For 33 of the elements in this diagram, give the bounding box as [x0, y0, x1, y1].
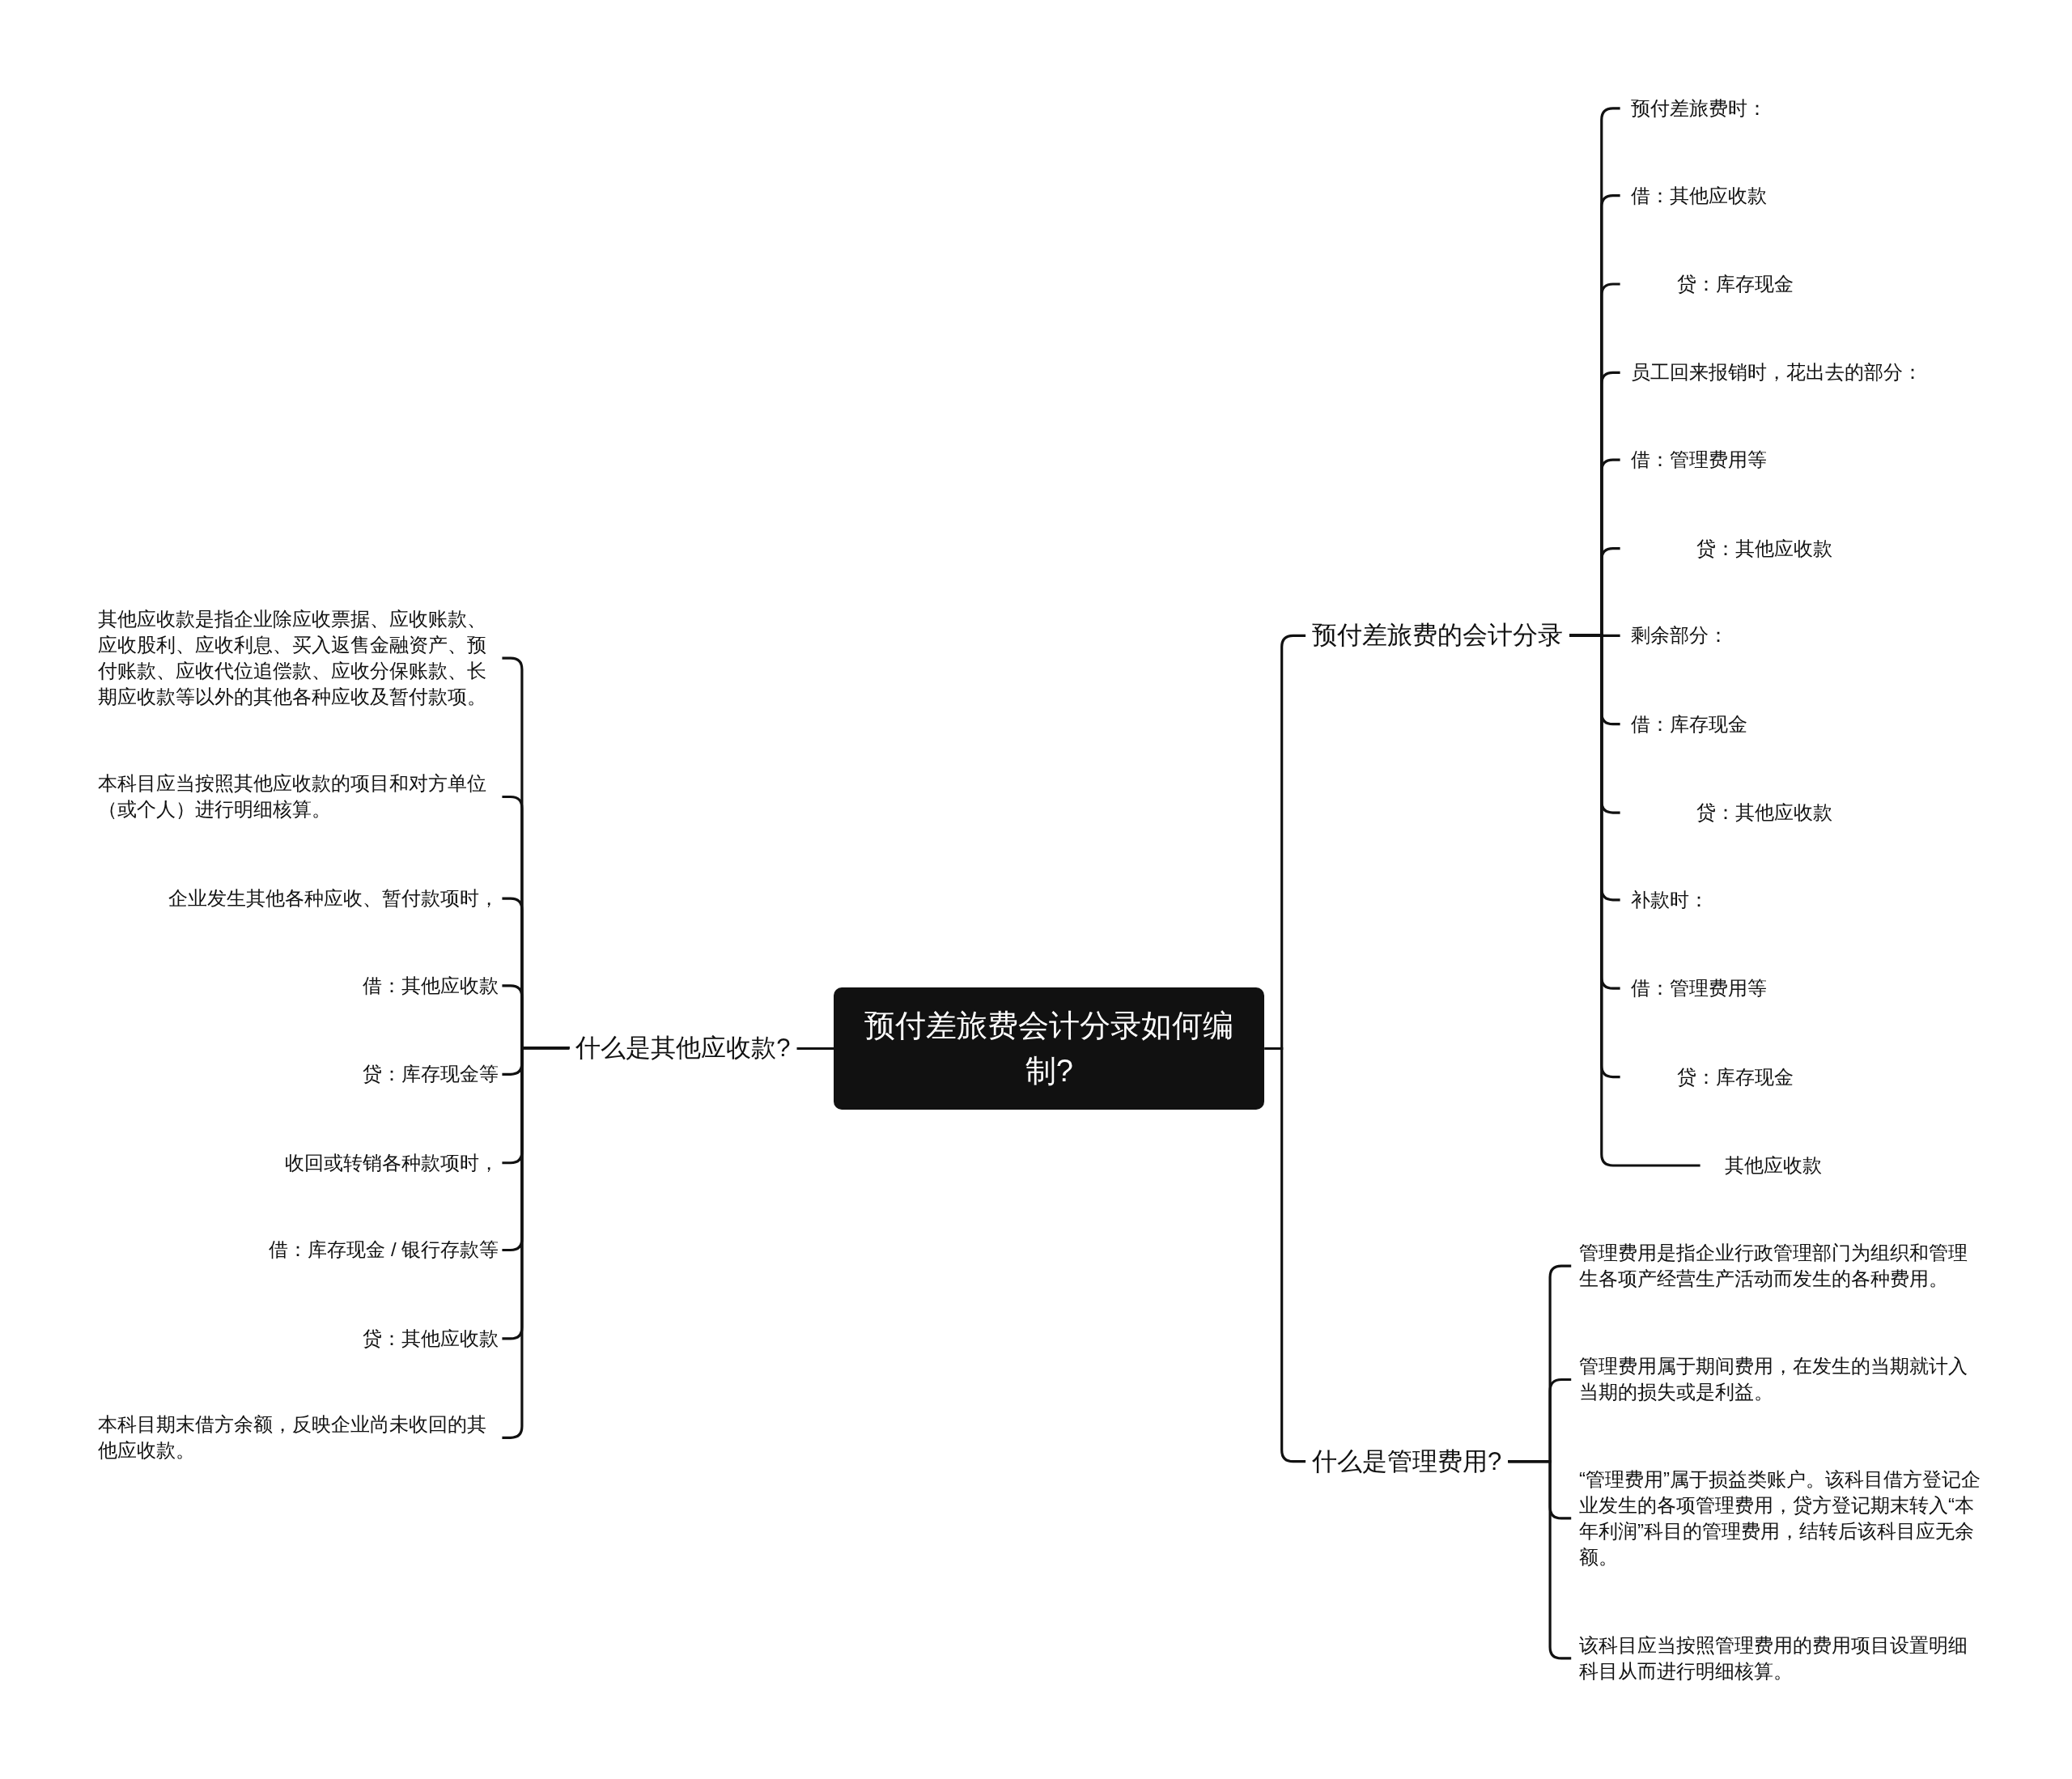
subtopic-text: 借：其他应收款	[1620, 182, 1767, 209]
subtopic-text: 补款时：	[1620, 886, 1709, 913]
subtopic-text: 管理费用属于期间费用，在发生的当期就计入当期的损失或是利益。	[1571, 1353, 1982, 1406]
subtopic-text: 贷：其他应收款	[1620, 535, 1833, 562]
branch-topic: 什么是管理费用?	[1306, 1443, 1509, 1480]
subtopic-text: 预付差旅费时：	[1620, 95, 1767, 121]
subtopic-text: 剩余部分：	[1620, 622, 1728, 649]
subtopic-text: 管理费用是指企业行政管理部门为组织和管理生各项产经营生产活动而发生的各种费用。	[1571, 1240, 1982, 1293]
subtopic-text: 员工回来报销时，花出去的部分：	[1620, 359, 1922, 386]
subtopic-text: 借：其他应收款	[363, 972, 503, 999]
connector-line	[796, 1047, 834, 1051]
subtopic-text: 该科目应当按照管理费用的费用项目设置明细科目从而进行明细核算。	[1571, 1632, 1982, 1684]
subtopic-text: 本科目应当按照其他应收款的项目和对方单位（或个人）进行明细核算。	[97, 771, 503, 823]
subtopic-text: 其他应收款	[1620, 1153, 1822, 1178]
subtopic-text: 本科目期末借方余额，反映企业尚未收回的其他应收款。	[97, 1412, 503, 1464]
central-topic-box: 预付差旅费会计分录如何编制?	[834, 987, 1265, 1110]
subtopic-text: 贷：其他应收款	[1620, 800, 1833, 826]
subtopic-text: 其他应收款是指企业除应收票据、应收账款、应收股利、应收利息、买入返售金融资产、预付账款、应收代位追偿款、应收分保账款、长期应收款等以外的其他各种应收及暂付款项。	[97, 606, 503, 711]
subtopic-text: 借：管理费用等	[1620, 447, 1767, 473]
connector-line	[1569, 634, 1700, 1167]
branch-topic: 预付差旅费的会计分录	[1306, 618, 1570, 654]
subtopic-text: 借：库存现金 / 银行存款等	[269, 1237, 503, 1263]
branch-topic: 什么是其他应收款?	[569, 1030, 797, 1066]
subtopic-text: 借：库存现金	[1620, 711, 1747, 737]
subtopic-text: 企业发生其他各种应收、暂付款项时，	[168, 885, 503, 912]
subtopic-text: 贷：库存现金等	[363, 1061, 503, 1088]
subtopic-text: “管理费用”属于损益类账户。该科目借方登记企业发生的各项管理费用，贷方登记期末转入“本年利润”科目的管理费用，结转后该科目应无余额。	[1571, 1466, 1982, 1570]
subtopic-text: 贷：其他应收款	[363, 1325, 503, 1352]
subtopic-text: 贷：库存现金	[1620, 271, 1794, 297]
subtopic-text: 借：管理费用等	[1620, 975, 1767, 1002]
subtopic-text: 收回或转销各种款项时，	[285, 1149, 503, 1176]
connector-line	[1508, 1460, 1572, 1660]
subtopic-text: 贷：库存现金	[1620, 1064, 1794, 1090]
